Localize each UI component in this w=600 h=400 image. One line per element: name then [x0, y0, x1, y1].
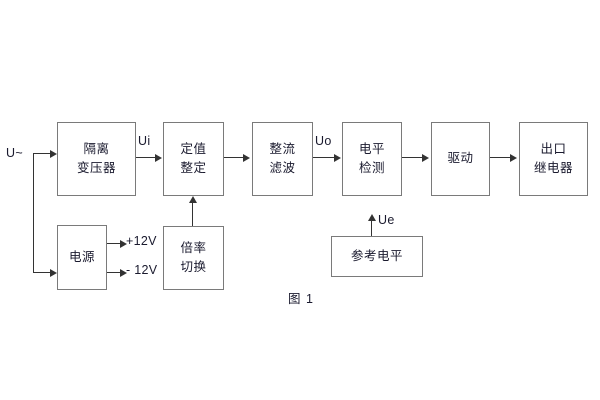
block-level-detection-line-1: 电平: [358, 141, 385, 156]
power-output-negative-12v-label: - 12V: [126, 263, 158, 277]
block-isolation-transformer[interactable]: 隔离 变压器: [57, 122, 136, 196]
block-drive-line-1: 驱动: [447, 151, 474, 166]
block-rectify-filter[interactable]: 整流 滤波: [252, 122, 313, 196]
arrow-negative-12v-icon: [120, 268, 127, 277]
block-output-relay[interactable]: 出口 继电器: [519, 122, 588, 196]
connector-input-branch-vertical: [33, 153, 34, 272]
connector-setting-to-rectify: [224, 157, 246, 158]
arrow-multiplier-up-icon: [188, 196, 197, 203]
connector-multiplier-to-setting: [192, 200, 193, 226]
arrow-ue-up-icon: [367, 214, 376, 221]
block-isolation-transformer-line-2: 变压器: [76, 161, 116, 175]
block-multiplier-switch[interactable]: 倍率 切换: [163, 226, 224, 290]
arrow-setting-to-rectify-icon: [243, 153, 250, 162]
block-rectify-filter-line-2: 滤波: [269, 161, 296, 175]
arrow-ui-icon: [155, 153, 162, 162]
connector-level-to-drive: [402, 157, 425, 158]
block-reference-level-line-1: 参考电平: [350, 248, 403, 263]
block-setting-value[interactable]: 定值 整定: [163, 122, 224, 196]
block-rectify-filter-line-1: 整流: [269, 141, 296, 156]
arrow-positive-12v-icon: [120, 239, 127, 248]
block-isolation-transformer-line-1: 隔离: [83, 141, 110, 156]
figure-caption: 图 1: [288, 292, 314, 306]
connector-negative-12v: [107, 272, 123, 273]
block-setting-value-line-2: 整定: [180, 161, 207, 175]
block-level-detection-line-2: 检测: [358, 161, 385, 175]
block-power-supply[interactable]: 电源: [57, 225, 107, 290]
connector-to-power-supply: [33, 272, 52, 273]
block-output-relay-line-2: 继电器: [533, 161, 573, 175]
arrow-level-to-drive-icon: [422, 153, 429, 162]
arrow-drive-to-relay-icon: [510, 153, 517, 162]
block-multiplier-switch-line-1: 倍率: [180, 240, 207, 255]
connector-positive-12v: [107, 243, 123, 244]
signal-label-ue: Ue: [378, 213, 395, 227]
connector-to-transformer: [33, 153, 52, 154]
connector-uo: [313, 157, 337, 158]
block-setting-value-line-1: 定值: [180, 141, 207, 156]
block-power-supply-line-1: 电源: [68, 249, 95, 264]
connector-ue: [371, 218, 372, 243]
arrow-uo-icon: [334, 153, 341, 162]
power-output-positive-12v-label: +12V: [126, 234, 157, 248]
signal-label-ui: Ui: [138, 134, 151, 148]
signal-label-uo: Uo: [315, 134, 332, 148]
arrow-to-power-supply-icon: [50, 268, 57, 277]
connector-ui: [136, 157, 158, 158]
arrow-to-transformer-icon: [50, 149, 57, 158]
block-output-relay-line-1: 出口: [540, 141, 567, 156]
input-voltage-label: U~: [6, 146, 23, 160]
block-reference-level[interactable]: 参考电平: [331, 236, 423, 277]
block-level-detection[interactable]: 电平 检测: [342, 122, 402, 196]
block-multiplier-switch-line-2: 切换: [180, 260, 207, 274]
block-drive[interactable]: 驱动: [431, 122, 490, 196]
connector-drive-to-relay: [490, 157, 513, 158]
